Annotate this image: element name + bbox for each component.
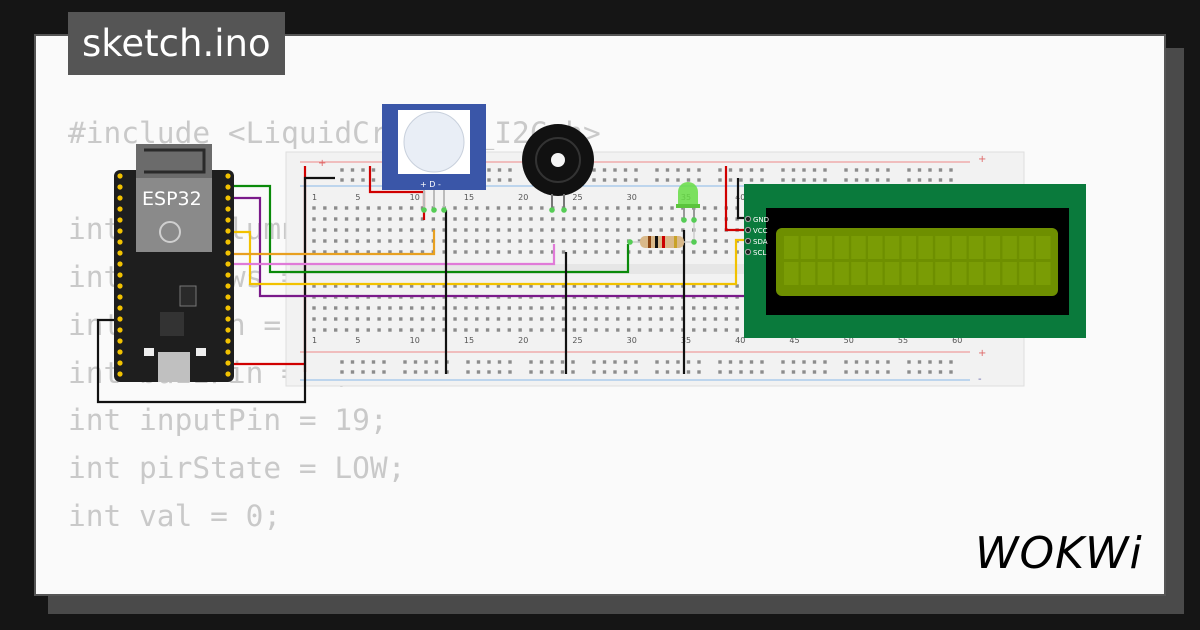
breadboard-number: 55 <box>898 336 908 345</box>
pir-sensor: + D - <box>382 104 486 213</box>
breadboard-number: 25 <box>572 193 582 202</box>
breadboard-number: 35 <box>681 336 691 345</box>
wire-green <box>228 184 630 274</box>
lcd-display: GND VCC SDA SCL <box>744 184 1086 338</box>
breadboard-number: 5 <box>355 336 360 345</box>
breadboard-number: 60 <box>952 336 962 345</box>
breadboard-number: 40 <box>735 193 745 202</box>
esp32-board: ESP32 <box>114 144 234 382</box>
breadboard-number: 30 <box>627 336 637 345</box>
pir-pins-label: + D - <box>420 180 441 189</box>
wokwi-logo: WOKWi <box>975 528 1143 579</box>
breadboard-number: 15 <box>464 193 474 202</box>
wire-black-esp-gnd <box>96 176 335 404</box>
lcd-pin-label: GND <box>753 216 769 224</box>
led-green <box>676 182 700 223</box>
rail-plus-bottom: + <box>978 348 986 359</box>
wire-pink <box>228 244 556 266</box>
breadboard-number: 5 <box>355 193 360 202</box>
wire-red-lcd <box>724 166 748 232</box>
esp32-label: ESP32 <box>142 188 202 210</box>
lcd-pin-label: SCL <box>753 249 766 257</box>
rail-plus-top: + <box>318 158 326 169</box>
lcd-pin-label: SDA <box>753 238 768 246</box>
breadboard-number: 45 <box>789 336 799 345</box>
lcd-cells <box>784 236 1051 285</box>
lcd-pins: GND VCC SDA SCL <box>744 215 769 257</box>
buzzer-center-icon <box>551 153 565 167</box>
rail-minus-bottom: - <box>978 374 982 385</box>
resistor <box>627 236 697 248</box>
code-line: int val = 0; <box>68 499 282 534</box>
pir-dome-icon <box>403 111 465 173</box>
breadboard-number: 50 <box>844 336 854 345</box>
lcd-pin-label: VCC <box>753 227 768 235</box>
wire-yellow <box>228 230 748 286</box>
code-line: int inputPin = 19; <box>68 403 388 438</box>
breadboard-number: 30 <box>627 193 637 202</box>
breadboard-number: 10 <box>410 193 420 202</box>
esp32-pins <box>117 173 231 377</box>
code-line: int pirState = LOW; <box>68 451 406 486</box>
breadboard-number: 25 <box>572 336 582 345</box>
breadboard-number: 20 <box>518 336 528 345</box>
rail-plus-right: + <box>978 154 986 165</box>
breadboard-number: 10 <box>410 336 420 345</box>
breadboard-number: 1 <box>312 193 317 202</box>
buzzer <box>522 124 594 213</box>
breadboard-number: 20 <box>518 193 528 202</box>
wire-orange <box>228 230 436 256</box>
breadboard-number: 15 <box>464 336 474 345</box>
espressif-logo-icon <box>159 221 181 243</box>
breadboard-number: 40 <box>735 336 745 345</box>
breadboard-number: 1 <box>312 336 317 345</box>
project-title: sketch.ino <box>68 12 285 75</box>
